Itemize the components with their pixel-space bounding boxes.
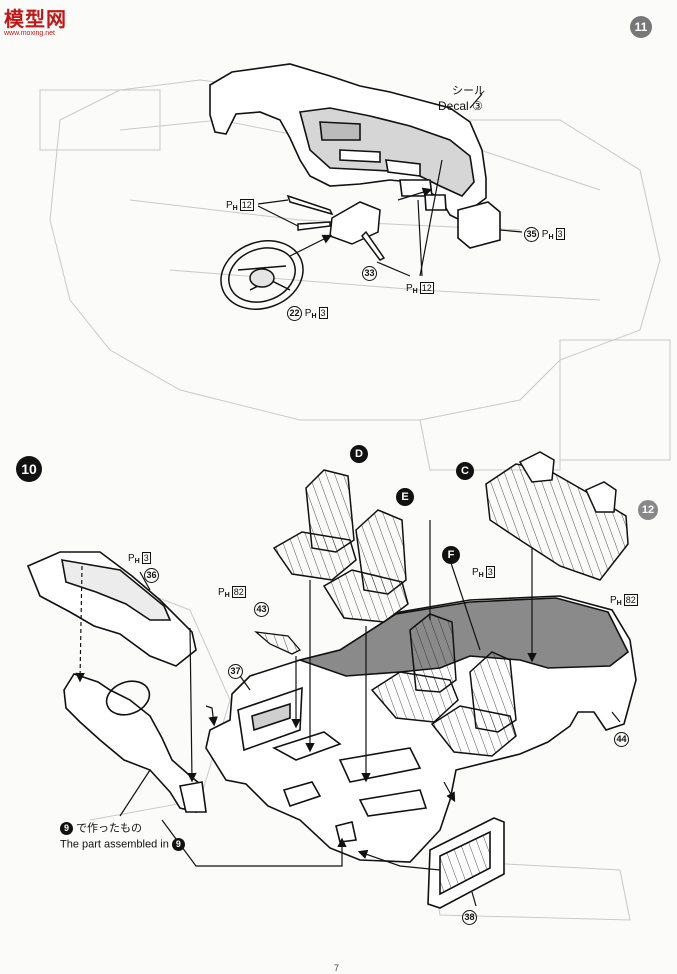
page-number: 7: [334, 963, 340, 973]
dashboard-36: [26, 551, 197, 667]
part-36-label: 36: [144, 566, 159, 583]
dashboard-upper: [209, 63, 487, 221]
seat-marker-e: E: [396, 488, 414, 506]
rear-seats-f: [370, 613, 517, 757]
step-11-badge: 11: [630, 16, 652, 38]
part-37-label: 37: [228, 662, 243, 679]
seat-marker-c: C: [456, 462, 474, 480]
seat-marker-f: F: [442, 546, 460, 564]
side-step-badge: 12: [638, 500, 658, 520]
front-seats: [272, 469, 409, 623]
assembled-note-en: The part assembled in 9: [60, 838, 185, 851]
rear-panel-38: [427, 817, 505, 909]
decal-label-jp: シール: [452, 85, 485, 97]
interior-tub: [205, 595, 637, 863]
rear-bench-c: [485, 451, 629, 581]
seat-marker-d: D: [350, 445, 368, 463]
steering-column: [286, 194, 386, 261]
dashboard-base: [63, 673, 207, 813]
steering-wheel: [220, 240, 304, 310]
part-35-shape: [457, 201, 501, 249]
decal-number: ③: [472, 99, 483, 113]
part-44-label: 44: [614, 730, 629, 747]
decal-label-en: Decal ③: [438, 99, 483, 113]
part-43-shape: [253, 631, 302, 655]
step-10-badge: 10: [16, 456, 42, 482]
part-43-label: 43: [254, 600, 269, 617]
assembled-note-jp: 9 で作ったもの: [60, 822, 142, 835]
part-38-label: 38: [462, 908, 477, 925]
part-33-label: 33: [362, 264, 377, 281]
watermark-logo: 模型网 www.moxing.net: [4, 7, 67, 37]
